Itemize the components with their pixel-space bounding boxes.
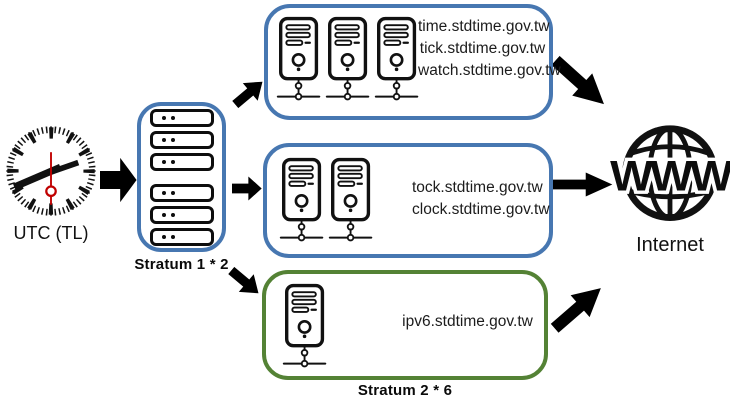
domain-label: watch.stdtime.gov.tw <box>418 62 561 79</box>
server-tower-icon <box>279 157 324 243</box>
rack-server-icon <box>149 108 214 127</box>
www-text: WWW <box>610 153 730 200</box>
server-tower-icon <box>276 16 321 102</box>
rack-server-icon <box>149 205 214 224</box>
server-group-box-1: time.stdtime.gov.tw tick.stdtime.gov.tw … <box>264 4 561 120</box>
arrow-group3-to-internet <box>545 276 611 340</box>
clock-label: UTC (TL) <box>13 223 89 243</box>
clock-icon <box>6 126 96 216</box>
server-towers <box>276 14 421 104</box>
internet-globe-icon: WWW <box>610 125 730 221</box>
rack-server-icon <box>149 183 214 202</box>
arrow-group1-to-internet <box>545 49 615 116</box>
server-tower-icon <box>328 157 373 243</box>
internet-group: WWW Internet <box>608 123 732 257</box>
rack-server-icon <box>149 152 214 171</box>
domain-list: time.stdtime.gov.tw tick.stdtime.gov.tw … <box>418 16 561 82</box>
stratum1-label: Stratum 1 * 2 <box>134 256 229 273</box>
rack-group-b <box>149 183 214 246</box>
domain-label: tick.stdtime.gov.tw <box>419 40 546 57</box>
server-towers <box>282 281 329 371</box>
domain-label: tock.stdtime.gov.tw <box>412 179 543 196</box>
clock-second-hand <box>45 152 57 205</box>
domain-label: clock.stdtime.gov.tw <box>412 201 550 218</box>
server-tower-icon <box>282 283 327 369</box>
arrow-clock-to-stratum1 <box>100 157 137 203</box>
internet-label: Internet <box>636 234 704 256</box>
server-group-box-2: tock.stdtime.gov.tw clock.stdtime.gov.tw <box>263 143 553 258</box>
stratum1-box <box>137 102 226 252</box>
server-towers <box>279 155 375 245</box>
server-tower-icon <box>374 16 419 102</box>
server-group-box-3: ipv6.stdtime.gov.tw <box>262 270 548 380</box>
domain-list: tock.stdtime.gov.tw clock.stdtime.gov.tw <box>412 177 550 221</box>
domain-label: ipv6.stdtime.gov.tw <box>402 313 533 330</box>
rack-server-icon <box>149 227 214 246</box>
rack-server-icon <box>149 130 214 149</box>
domain-list: ipv6.stdtime.gov.tw <box>401 311 534 333</box>
rack-group-a <box>149 108 214 171</box>
stratum2-label: Stratum 2 * 6 <box>357 382 453 399</box>
domain-label: time.stdtime.gov.tw <box>418 18 550 35</box>
server-tower-icon <box>325 16 370 102</box>
arrow-stratum1-to-group2 <box>232 176 262 201</box>
utc-clock-group: UTC (TL) <box>0 124 102 244</box>
arrow-group2-to-internet <box>553 172 613 197</box>
